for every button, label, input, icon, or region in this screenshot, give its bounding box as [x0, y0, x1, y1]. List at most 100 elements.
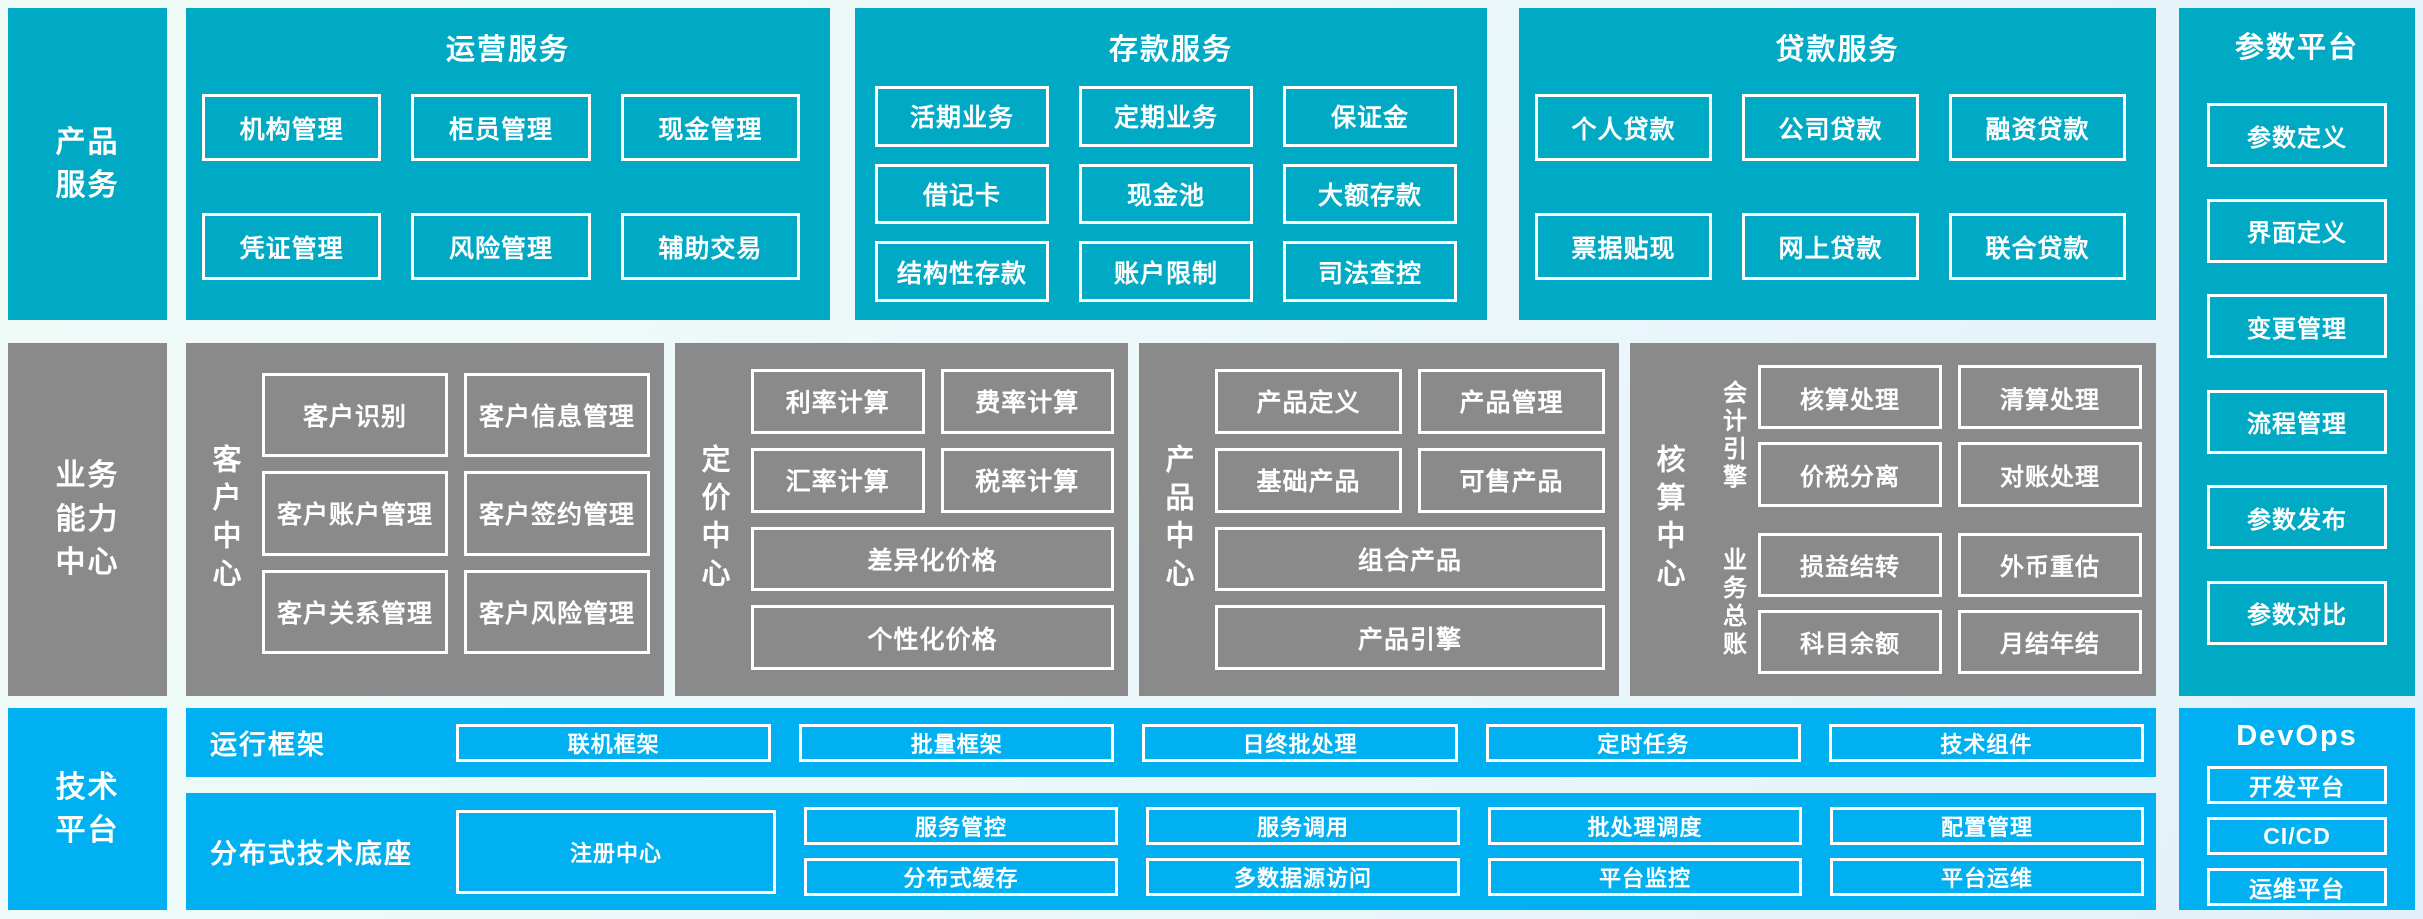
product-center-grid: 产品定义 产品管理 基础产品 可售产品 组合产品 产品引擎	[1215, 343, 1619, 696]
capability-box: 核算处理	[1758, 365, 1942, 430]
pricing-center-grid: 利率计算 费率计算 汇率计算 税率计算 差异化价格 个性化价格	[751, 343, 1128, 696]
service-box: 融资贷款	[1949, 94, 2126, 161]
capability-box: 损益结转	[1758, 532, 1942, 597]
loan-services-section: 贷款服务 个人贷款 公司贷款 融资贷款 票据贴现 网上贷款 联合贷款	[1519, 8, 2156, 320]
capability-box: 客户账户管理	[262, 471, 448, 556]
vertical-label-wrap: 客户中心	[186, 343, 262, 696]
vertical-label-wrap: 定价中心	[675, 343, 751, 696]
service-box: 辅助交易	[620, 213, 800, 280]
capability-box: 产品管理	[1418, 369, 1605, 434]
capability-box: 税率计算	[940, 447, 1114, 513]
param-box: 参数发布	[2207, 485, 2387, 550]
capability-box: 可售产品	[1418, 447, 1605, 513]
product-services-sidebar: 产品 服务	[8, 8, 167, 320]
parameter-platform-boxes: 参数定义 界面定义 变更管理 流程管理 参数发布 参数对比	[2179, 66, 2415, 696]
capability-box: 基础产品	[1215, 447, 1402, 513]
sidebar-label-line: 平台	[55, 814, 120, 847]
capability-box: 客户签约管理	[464, 471, 650, 556]
tech-platform-sidebar: 技术 平台	[8, 708, 167, 910]
section-vertical-label: 核算中心	[1652, 443, 1684, 596]
accounting-center-section: 核算中心 会计引擎 核算处理 清算处理 价税分离 对账处理	[1630, 343, 2156, 696]
service-box: 现金管理	[620, 94, 800, 161]
devops-box: 运维平台	[2207, 868, 2387, 906]
devops-section: DevOps 开发平台 CI/CD 运维平台	[2179, 708, 2415, 910]
service-box: 定期业务	[1079, 86, 1253, 147]
vertical-label-wrap: 会计引擎	[1706, 365, 1758, 507]
capability-box: 组合产品	[1215, 526, 1605, 592]
right-column: 参数平台 参数定义 界面定义 变更管理 流程管理 参数发布 参数对比 DevOp…	[2179, 8, 2415, 910]
distributed-base-band: 分布式技术底座 注册中心 服务管控 分布式缓存 服务调用 多数据源访问 批处理调…	[186, 793, 2156, 910]
deposit-services-section: 存款服务 活期业务 定期业务 保证金 借记卡 现金池 大额存款 结构性存款 账户…	[855, 8, 1487, 320]
capability-box: 利率计算	[751, 369, 925, 434]
section-vertical-label: 客户中心	[208, 443, 240, 596]
vertical-label-wrap: 核算中心	[1630, 343, 1706, 696]
tech-box: 配置管理	[1830, 807, 2144, 845]
service-box: 柜员管理	[411, 94, 591, 161]
section-title: 参数平台	[2234, 32, 2359, 64]
service-box: 大额存款	[1283, 163, 1457, 225]
capability-box: 客户信息管理	[464, 373, 650, 458]
capability-box: 客户识别	[262, 373, 448, 458]
param-box: 参数定义	[2207, 103, 2387, 168]
main-column: 产品 服务 运营服务 机构管理 柜员管理 现金管理 凭证管理 风险管理 辅助交易…	[8, 8, 2156, 910]
capability-box: 汇率计算	[751, 447, 925, 513]
param-box: 流程管理	[2207, 389, 2387, 454]
devops-box: CI/CD	[2207, 817, 2387, 855]
tech-platform-bands: 运行框架 联机框架 批量框架 日终批处理 定时任务 技术组件 分布式技术底座 注…	[186, 708, 2156, 910]
service-box: 账户限制	[1079, 241, 1253, 302]
loan-services-grid: 个人贷款 公司贷款 融资贷款 票据贴现 网上贷款 联合贷款	[1519, 68, 2156, 320]
capability-box: 清算处理	[1958, 365, 2142, 430]
service-box: 票据贴现	[1535, 213, 1712, 280]
param-box: 变更管理	[2207, 294, 2387, 359]
product-services-row: 产品 服务 运营服务 机构管理 柜员管理 现金管理 凭证管理 风险管理 辅助交易…	[8, 8, 2156, 320]
section-vertical-label: 产品中心	[1161, 443, 1193, 596]
tech-box-pair: 服务调用 多数据源访问	[1146, 807, 1460, 896]
business-capability-row: 业务 能力 中心 客户中心 客户识别 客户信息管理 客户账户管理 客户签约管理 …	[8, 343, 2156, 696]
distributed-base-boxes: 注册中心 服务管控 分布式缓存 服务调用 多数据源访问 批处理调度 平台监控	[456, 807, 2156, 896]
tech-box-pair: 批处理调度 平台监控	[1488, 807, 1802, 896]
product-center-section: 产品中心 产品定义 产品管理 基础产品 可售产品 组合产品 产品引擎	[1139, 343, 1619, 696]
accounting-engine-grid: 核算处理 清算处理 价税分离 对账处理	[1758, 365, 2142, 507]
pricing-center-section: 定价中心 利率计算 费率计算 汇率计算 税率计算 差异化价格 个性化价格	[675, 343, 1128, 696]
runtime-framework-boxes: 联机框架 批量框架 日终批处理 定时任务 技术组件	[456, 723, 2156, 762]
service-box: 公司贷款	[1742, 94, 1919, 161]
sidebar-label-line: 产品	[55, 125, 120, 159]
capability-box: 科目余额	[1758, 609, 1942, 674]
tech-box: 分布式缓存	[804, 858, 1118, 896]
tech-box: 批量框架	[799, 723, 1115, 762]
service-box: 司法查控	[1283, 241, 1457, 302]
tech-box-pair: 配置管理 平台运维	[1830, 807, 2144, 896]
capability-box: 外币重估	[1958, 532, 2142, 597]
tech-box: 平台运维	[1830, 858, 2144, 896]
capability-box: 差异化价格	[751, 526, 1114, 592]
service-box: 风险管理	[411, 213, 591, 280]
service-box: 联合贷款	[1949, 213, 2126, 280]
business-capability-sidebar: 业务 能力 中心	[8, 343, 167, 696]
service-box: 保证金	[1283, 86, 1457, 147]
capability-box: 费率计算	[940, 369, 1114, 434]
customer-center-grid: 客户识别 客户信息管理 客户账户管理 客户签约管理 客户关系管理 客户风险管理	[262, 343, 664, 696]
deposit-services-grid: 活期业务 定期业务 保证金 借记卡 现金池 大额存款 结构性存款 账户限制 司法…	[855, 68, 1487, 320]
section-title: 存款服务	[1108, 34, 1233, 66]
sidebar-label-line: 能力	[55, 502, 120, 536]
service-box: 借记卡	[875, 163, 1049, 225]
sidebar-label-line: 业务	[55, 459, 120, 493]
tech-box-pair: 服务管控 分布式缓存	[804, 807, 1118, 896]
service-box: 现金池	[1079, 163, 1253, 225]
runtime-framework-band: 运行框架 联机框架 批量框架 日终批处理 定时任务 技术组件	[186, 708, 2156, 777]
accounting-engine-group: 会计引擎 核算处理 清算处理 价税分离 对账处理	[1706, 365, 2142, 507]
operation-services-section: 运营服务 机构管理 柜员管理 现金管理 凭证管理 风险管理 辅助交易	[186, 8, 830, 320]
parameter-platform-section: 参数平台 参数定义 界面定义 变更管理 流程管理 参数发布 参数对比	[2179, 8, 2415, 696]
tech-box: 技术组件	[1828, 723, 2145, 762]
service-box: 机构管理	[202, 94, 382, 161]
param-box: 参数对比	[2207, 580, 2387, 645]
capability-box: 客户风险管理	[464, 569, 650, 654]
section-title: 贷款服务	[1775, 34, 1900, 66]
tech-platform-row: 技术 平台 运行框架 联机框架 批量框架 日终批处理 定时任务 技术组件 分布式…	[8, 708, 2156, 910]
sidebar-label-line: 中心	[55, 546, 120, 580]
capability-box: 客户关系管理	[262, 569, 448, 654]
section-title: DevOps	[2236, 720, 2358, 752]
capability-box: 产品定义	[1215, 369, 1402, 434]
group-vertical-label: 业务总账	[1718, 547, 1746, 660]
